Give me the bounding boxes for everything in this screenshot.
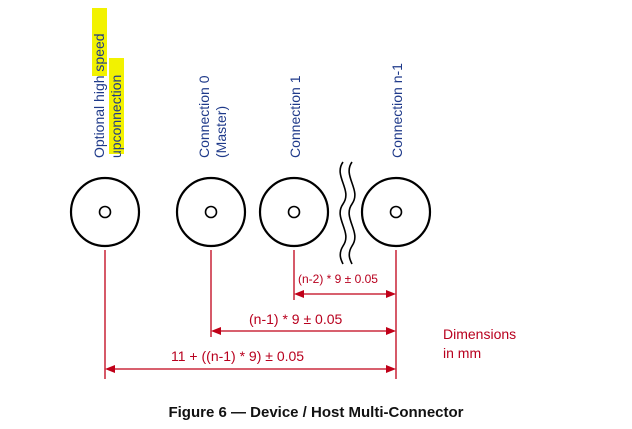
connector-optional — [69, 176, 141, 248]
dimension-pitch-mid: (n-1) * 9 ± 0.05 — [211, 311, 396, 335]
units-note-line2: in mm — [443, 345, 481, 361]
highlight-upconnection — [109, 58, 124, 154]
label-optional-line1: Optional high speed — [91, 33, 107, 158]
dimension-total: 11 + ((n-1) * 9) ± 0.05 — [105, 348, 396, 373]
figure-caption: Figure 6 — Device / Host Multi-Connector — [168, 404, 464, 421]
label-connection-1: Connection 1 — [287, 75, 303, 158]
label-connection-n-1: Connection n-1 — [389, 63, 405, 158]
dimension-total-label: 11 + ((n-1) * 9) ± 0.05 — [171, 348, 304, 364]
dimension-pitch-small-label: (n-2) * 9 ± 0.05 — [298, 272, 378, 286]
highlight-high-speed — [92, 8, 107, 76]
label-connection-0: Connection 0 — [196, 75, 212, 158]
connector-0 — [175, 176, 247, 248]
label-connection-0-master: (Master) — [213, 106, 229, 158]
break-symbol — [337, 160, 357, 265]
units-note-line1: Dimensions — [443, 326, 516, 342]
connector-1 — [258, 176, 330, 248]
connector-n-1 — [360, 176, 432, 248]
dimension-pitch-mid-label: (n-1) * 9 ± 0.05 — [249, 311, 342, 327]
dimension-pitch-small: (n-2) * 9 ± 0.05 — [294, 272, 396, 298]
label-optional-line2: upconnection — [108, 75, 124, 158]
